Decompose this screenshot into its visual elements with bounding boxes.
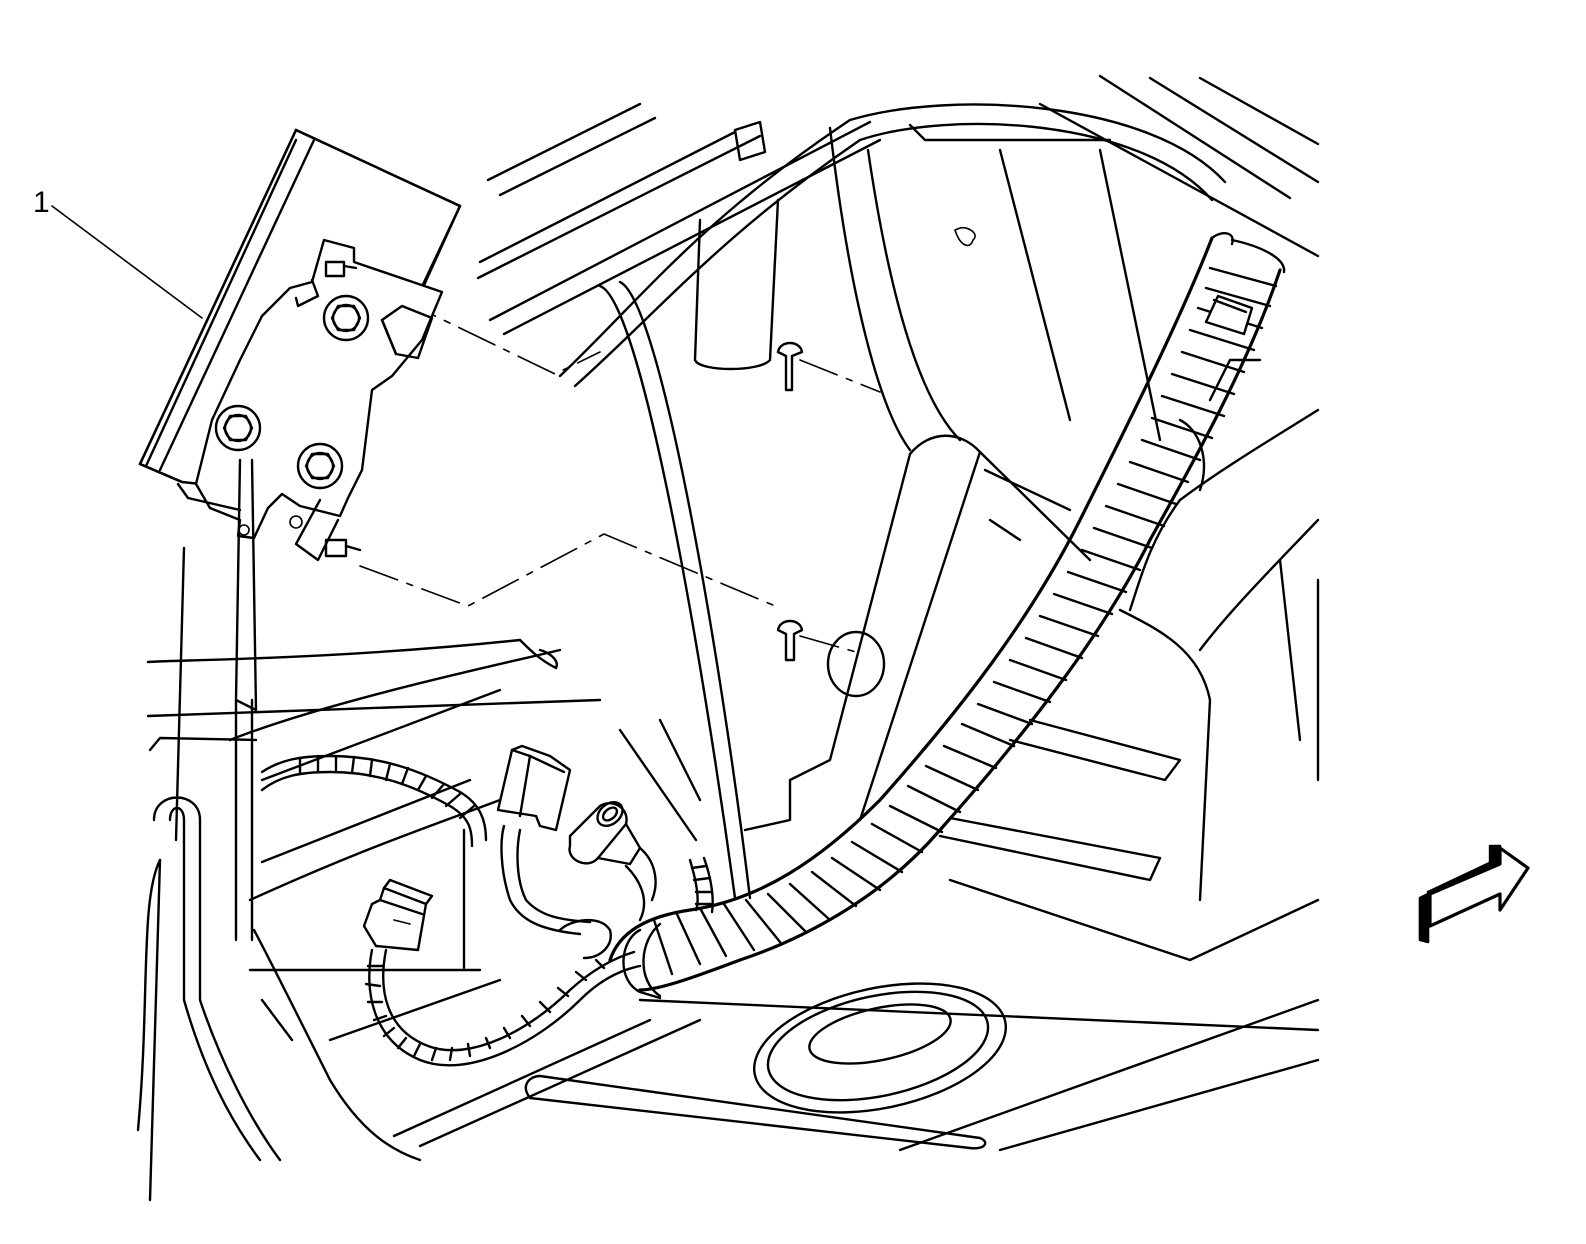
module (138, 128, 462, 562)
wheelhouse-plug (752, 982, 1008, 1114)
harness-corrugation (652, 266, 1278, 976)
mounting-slots (776, 341, 886, 698)
wiring-harness-branch (260, 744, 714, 1067)
floor-panels (146, 638, 1320, 1152)
callout-number-1: 1 (33, 186, 50, 219)
callout-leader-1 (51, 205, 203, 319)
right-quarter-panel (1118, 358, 1320, 902)
roof-panel-lines (476, 74, 1320, 336)
left-door-frame (136, 458, 422, 1202)
module-fastener-nuts (214, 294, 370, 490)
forward-arrow-icon (1418, 844, 1530, 944)
module-bolts (238, 260, 362, 558)
wiring-harness-main (608, 232, 1286, 1000)
body-pillar (558, 103, 1227, 900)
